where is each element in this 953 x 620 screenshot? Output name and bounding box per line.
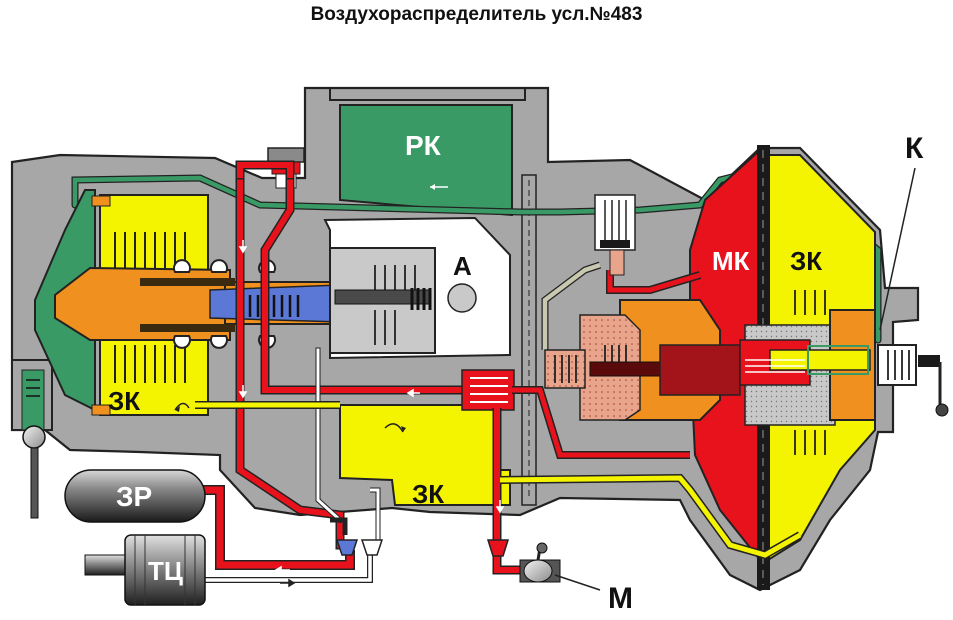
- chamber-a: А: [323, 216, 511, 360]
- middle-shuttle: [461, 369, 515, 411]
- label-mk: МК: [712, 246, 750, 276]
- diagram-title: Воздухораспределитель усл.№483: [310, 4, 643, 25]
- filters: [335, 539, 510, 557]
- label-m: М: [608, 582, 633, 615]
- rk-chamber: РК: [339, 104, 513, 217]
- label-k: К: [905, 132, 924, 165]
- bottom-pipes: [200, 485, 381, 583]
- label-zk-right: ЗК: [790, 246, 822, 276]
- m-valve: М: [519, 542, 633, 615]
- label-rk: РК: [405, 130, 442, 161]
- label-zr: ЗР: [116, 481, 152, 512]
- tc-cylinder: ТЦ: [84, 534, 206, 606]
- left-handle: [21, 369, 46, 519]
- flow-arrows: [238, 240, 505, 588]
- label-zk-center: ЗК: [412, 479, 444, 509]
- label-tc: ТЦ: [148, 556, 183, 586]
- yellow-channels: [195, 401, 802, 560]
- zr-reservoir: ЗР: [64, 469, 206, 523]
- small-spring-valve: [594, 194, 636, 276]
- label-zk-left: ЗК: [108, 386, 140, 416]
- label-a: А: [453, 251, 472, 281]
- red-channel-mk: [512, 270, 702, 459]
- grey-channels: [541, 261, 602, 350]
- right-assembly: МК ЗК К: [544, 132, 949, 590]
- left-main-piston-group: ЗК: [34, 189, 346, 416]
